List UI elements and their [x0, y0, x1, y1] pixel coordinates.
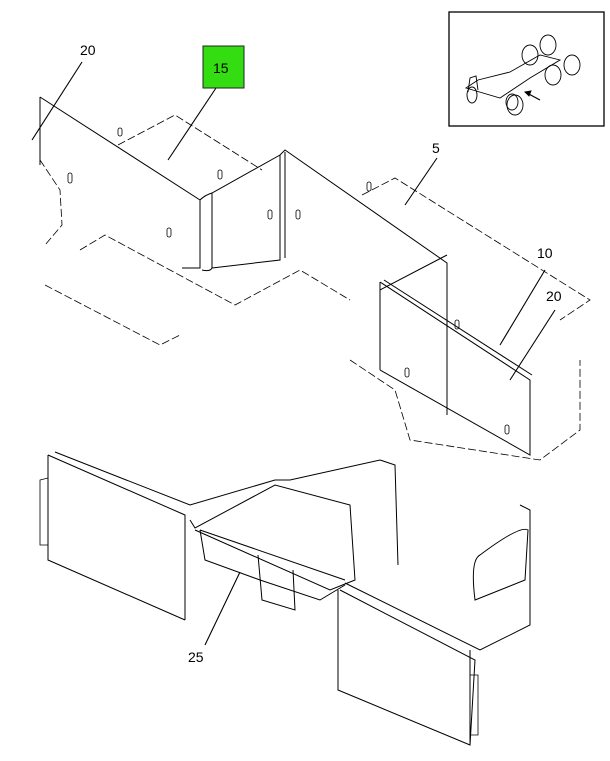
- callout-10[interactable]: 10: [537, 245, 553, 261]
- callout-5[interactable]: 5: [432, 140, 440, 156]
- callout-25[interactable]: 25: [188, 649, 204, 665]
- lower-box-assembly: [39, 451, 531, 746]
- highlight-box: [202, 45, 245, 89]
- upper-panel-assembly: [39, 96, 591, 461]
- callout-20-right[interactable]: 20: [546, 288, 562, 304]
- vehicle-chassis-locator-icon: [464, 34, 581, 116]
- leader-lines: [31, 61, 556, 646]
- callout-15-highlighted[interactable]: 15: [213, 60, 229, 76]
- inset-locator: [448, 11, 605, 127]
- callout-20-left[interactable]: 20: [80, 42, 96, 58]
